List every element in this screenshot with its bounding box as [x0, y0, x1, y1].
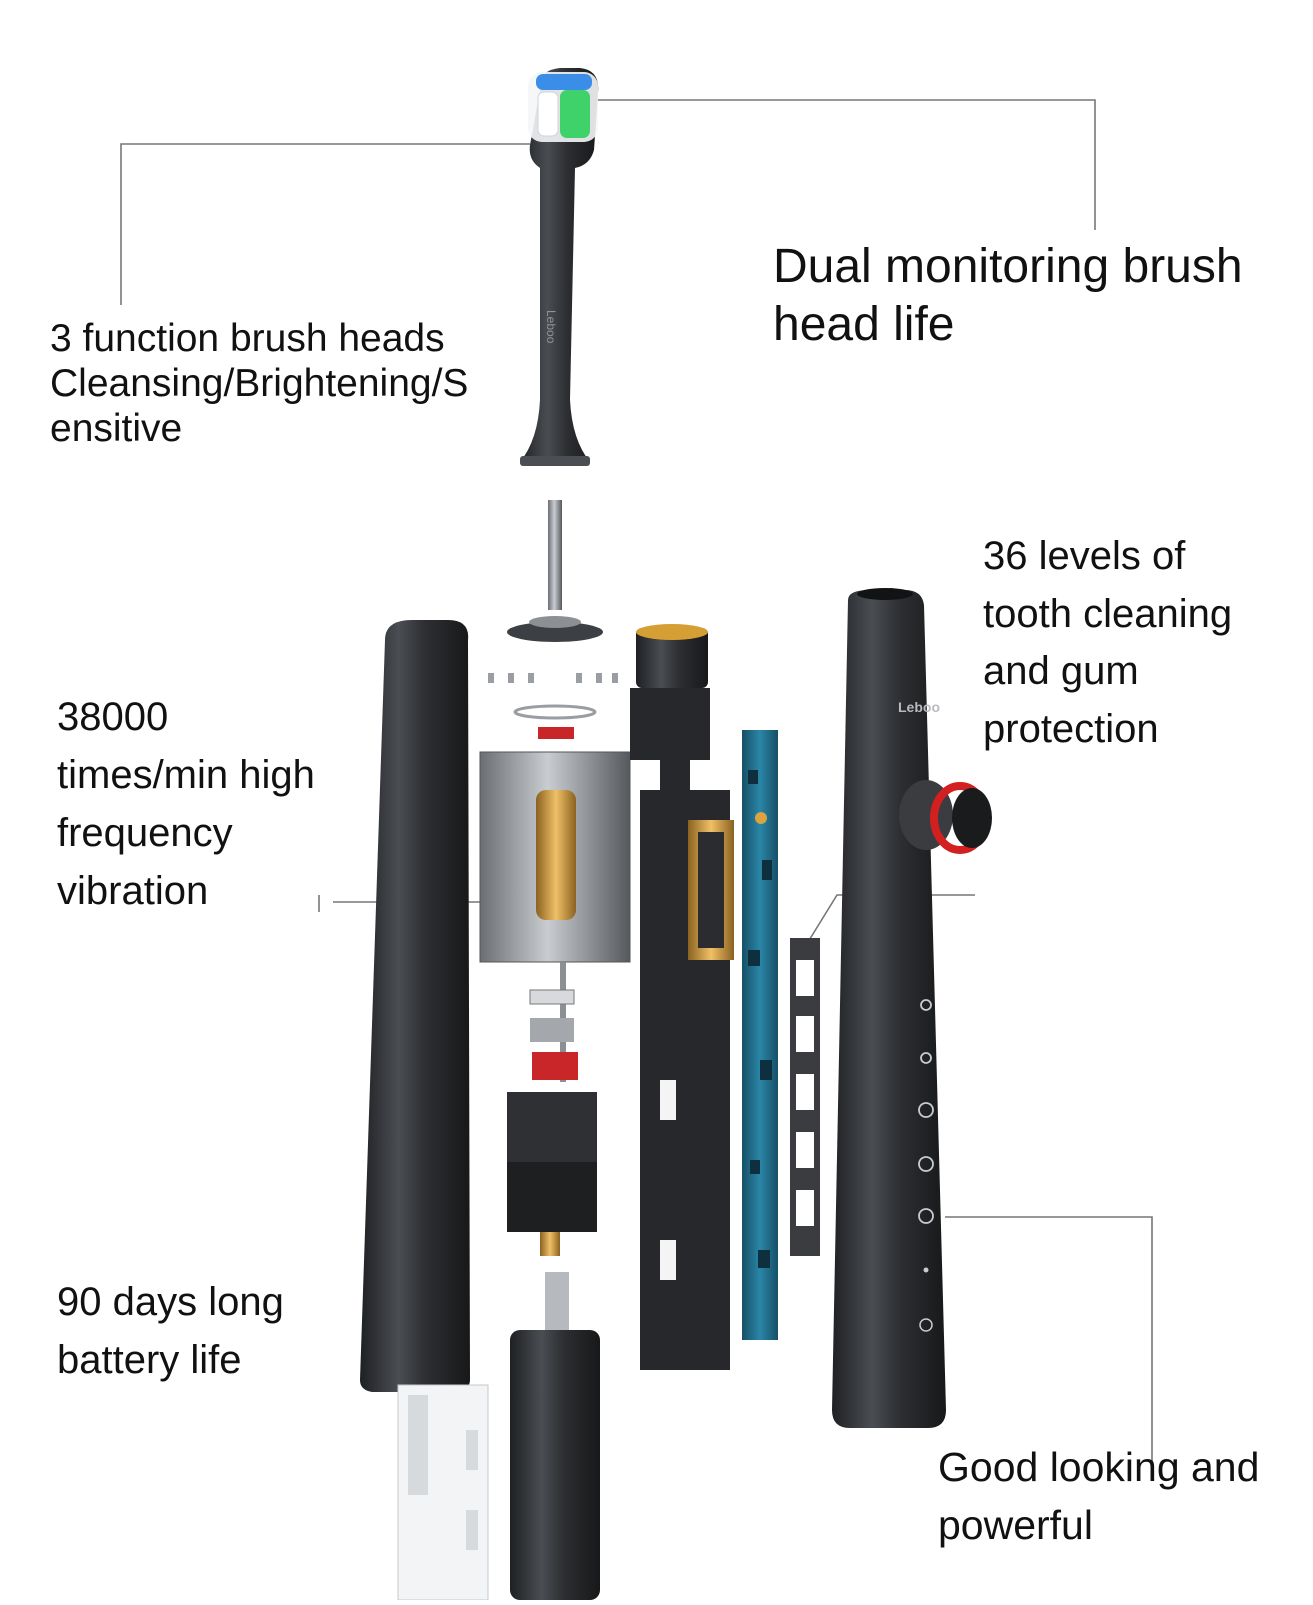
label-good-looking: Good looking and powerful: [938, 1444, 1260, 1549]
leader-good-looking: [945, 1216, 1153, 1462]
label-battery-life: 90 days long battery life: [57, 1280, 284, 1382]
label-brush-heads: 3 function brush heads Cleansing/Brighte…: [50, 317, 469, 451]
outer-body-right: [832, 588, 992, 1428]
label-vibration-frequency: 38000 times/min high frequency vibration: [57, 695, 315, 913]
label-dual-monitoring: Dual monitoring brush head life: [773, 240, 1243, 351]
brush-head: [520, 68, 599, 466]
inner-frame: [630, 624, 734, 1370]
body-brand-text: Leboo: [898, 699, 940, 715]
drive-shaft-assembly: [479, 500, 631, 1600]
label-cleaning-levels: 36 levels of tooth cleaning and gum prot…: [983, 534, 1233, 751]
brush-head-brand-text: Leboo: [544, 310, 558, 344]
circuit-board: [742, 730, 820, 1340]
leader-brush-heads: [120, 143, 530, 305]
leader-dual-monitoring: [585, 99, 1096, 230]
